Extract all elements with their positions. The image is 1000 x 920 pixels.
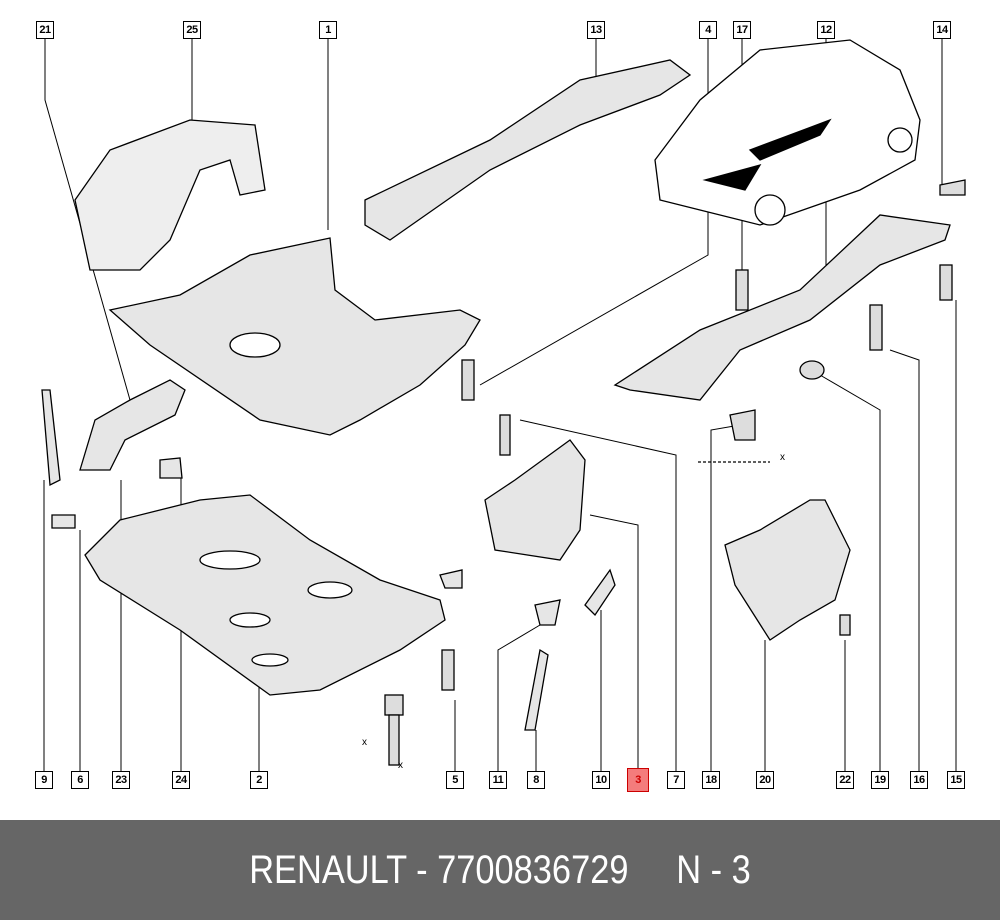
callout-18[interactable]: 18: [702, 771, 720, 789]
callout-21[interactable]: 21: [36, 21, 54, 39]
part-20-shield: [724, 499, 851, 641]
small-brackets: [51, 457, 616, 731]
dimension-label-x1: x: [362, 737, 367, 748]
callout-14[interactable]: 14: [933, 21, 951, 39]
callout-12[interactable]: 12: [817, 21, 835, 39]
callout-1[interactable]: 1: [319, 21, 337, 39]
callout-3-highlighted[interactable]: 3: [627, 768, 649, 792]
parts-diagram: x x x: [41, 38, 966, 771]
callout-11[interactable]: 11: [489, 771, 507, 789]
callout-15[interactable]: 15: [947, 771, 965, 789]
bolt-dimension: [384, 694, 404, 766]
dimension-label-x3: x: [780, 452, 785, 463]
part-2-undertray: [84, 494, 446, 696]
callout-2[interactable]: 2: [250, 771, 268, 789]
part-1-engine-undertray: [108, 237, 481, 436]
part-21-bracket: [41, 379, 186, 487]
callout-17[interactable]: 17: [733, 21, 751, 39]
callout-7[interactable]: 7: [667, 771, 685, 789]
callout-23[interactable]: 23: [112, 771, 130, 789]
fasteners: [441, 179, 966, 691]
part-13-side-panel: [364, 59, 692, 241]
callout-25[interactable]: 25: [183, 21, 201, 39]
callout-5[interactable]: 5: [446, 771, 464, 789]
callout-20[interactable]: 20: [756, 771, 774, 789]
callout-24[interactable]: 24: [172, 771, 190, 789]
callout-19[interactable]: 19: [871, 771, 889, 789]
callout-22[interactable]: 22: [836, 771, 854, 789]
callout-4[interactable]: 4: [699, 21, 717, 39]
car-overview: [654, 39, 921, 226]
callout-8[interactable]: 8: [527, 771, 545, 789]
callout-9[interactable]: 9: [35, 771, 53, 789]
dimension-label-x2: x: [398, 760, 403, 771]
part-12-side-panel: [613, 214, 951, 401]
callout-16[interactable]: 16: [910, 771, 928, 789]
callout-10[interactable]: 10: [592, 771, 610, 789]
callout-6[interactable]: 6: [71, 771, 89, 789]
part-25-wheel-arch: [74, 119, 266, 271]
part-3-deflector: [484, 439, 586, 561]
callout-13[interactable]: 13: [587, 21, 605, 39]
part-number-caption: RENAULT - 7700836729 N - 3: [249, 848, 751, 892]
footer-bar: RENAULT - 7700836729 N - 3: [0, 820, 1000, 920]
